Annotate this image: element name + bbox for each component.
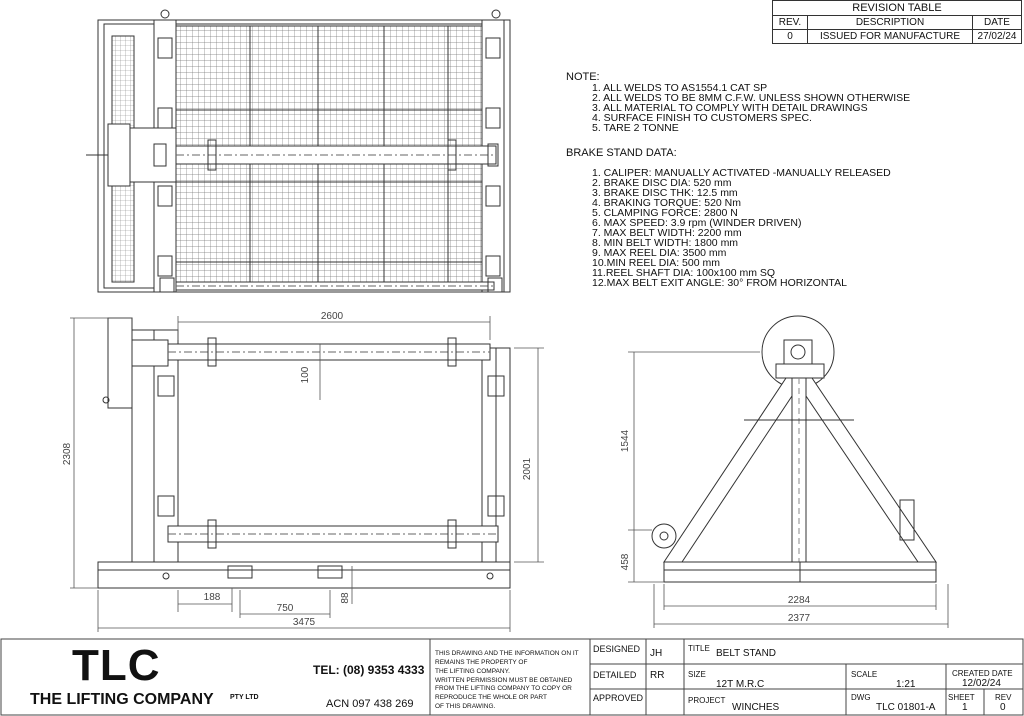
brake-item-1: 1. CALIPER: MANUALLY ACTIVATED -MANUALLY…: [592, 167, 891, 179]
plan-view: [86, 9, 511, 293]
dwg-label: DWG: [851, 693, 871, 702]
note-5: 5. TARE 2 TONNE: [592, 122, 679, 134]
company-pty: PTY LTD: [230, 694, 259, 701]
project-value: WINCHES: [732, 702, 780, 713]
size-value: 12T M.R.C: [716, 679, 765, 690]
note-3: 3. ALL MATERIAL TO COMPLY WITH DETAIL DR…: [592, 102, 868, 114]
dim-shaft-size: 100: [300, 366, 311, 383]
brake-item-12: 12.MAX BELT EXIT ANGLE: 30° FROM HORIZON…: [592, 277, 847, 289]
project-label: PROJECT: [688, 696, 726, 705]
front-elevation: [97, 317, 511, 589]
detailed-label: DETAILED: [593, 670, 637, 680]
title-label: TITLE: [688, 644, 710, 653]
notes-heading: NOTE:: [566, 71, 600, 83]
revision-table-title: REVISION TABLE: [772, 0, 1022, 16]
date-cell: 27/02/24: [972, 29, 1022, 44]
brake-item-2: 2. BRAKE DISC DIA: 520 mm: [592, 177, 732, 189]
designed-value: JH: [650, 648, 663, 659]
note-2: 2. ALL WELDS TO BE 8MM C.F.W. UNLESS SHO…: [592, 92, 911, 104]
created-date-label: CREATED DATE: [952, 669, 1013, 678]
date-header: DATE: [972, 15, 1022, 30]
sheet-label: SHEET: [948, 693, 975, 702]
note-4: 4. SURFACE FINISH TO CUSTOMERS SPEC.: [592, 112, 812, 124]
side-dimension-lines: [628, 351, 949, 628]
dim-side-height-bottom: 458: [620, 553, 631, 570]
dwg-value: TLC 01801-A: [876, 702, 936, 713]
disclaimer-line-1: THIS DRAWING AND THE INFORMATION ON IT: [435, 650, 579, 657]
dim-front-width: 2600: [321, 311, 344, 322]
dim-frame-height: 2001: [522, 457, 533, 480]
size-label: SIZE: [688, 670, 706, 679]
brake-item-11: 11.REEL SHAFT DIA: 100x100 mm SQ: [592, 267, 776, 279]
rev-cell: 0: [772, 29, 808, 44]
disclaimer-line-3: THE LIFTING COMPANY.: [435, 668, 510, 675]
disclaimer-line-5: FROM THE LIFTING COMPANY TO COPY OR: [435, 685, 572, 692]
created-date-value: 12/02/24: [962, 678, 1001, 689]
approved-label: APPROVED: [593, 693, 644, 703]
dim-pocket-spacing: 750: [277, 603, 294, 614]
dimension-labels: 2600 100 2308 2001 188 750 88 3475 1544 …: [62, 311, 811, 628]
brake-item-5: 5. CLAMPING FORCE: 2800 N: [592, 207, 738, 219]
disclaimer-line-2: REMAINS THE PROPERTY OF: [435, 659, 528, 666]
dim-side-height-top: 1544: [620, 429, 631, 452]
title-value: BELT STAND: [716, 648, 777, 659]
brake-item-10: 10.MIN REEL DIA: 500 mm: [592, 257, 720, 269]
dim-side-overall-width: 2377: [788, 613, 811, 624]
dim-pocket-height: 88: [340, 592, 351, 604]
brake-item-4: 4. BRAKING TORQUE: 520 Nm: [592, 197, 741, 209]
disclaimer-line-7: OF THIS DRAWING.: [435, 703, 496, 710]
company-acn: ACN 097 438 269: [326, 698, 414, 710]
dim-base-length: 3475: [293, 617, 316, 628]
brake-data-heading: BRAKE STAND DATA:: [566, 147, 677, 159]
brake-item-9: 9. MAX REEL DIA: 3500 mm: [592, 247, 727, 259]
rev-label: REV: [995, 693, 1012, 702]
detailed-value: RR: [650, 670, 665, 681]
brake-item-3: 3. BRAKE DISC THK: 12.5 mm: [592, 187, 738, 199]
designed-label: DESIGNED: [593, 644, 641, 654]
disclaimer-line-6: REPRODUCE THE WHOLE OR PART: [435, 694, 547, 701]
front-dimension-lines: [70, 316, 544, 632]
revision-table: REVISION TABLE REV. DESCRIPTION DATE 0 I…: [772, 0, 1022, 44]
description-cell: ISSUED FOR MANUFACTURE: [807, 29, 973, 44]
brake-item-6: 6. MAX SPEED: 3.9 rpm (WINDER DRIVEN): [592, 217, 802, 229]
company-tel: TEL: (08) 9353 4333: [313, 663, 425, 677]
rev-header: REV.: [772, 15, 808, 30]
brake-item-7: 7. MAX BELT WIDTH: 2200 mm: [592, 227, 742, 239]
note-1: 1. ALL WELDS TO AS1554.1 CAT SP: [592, 82, 768, 94]
dim-pocket-offset: 188: [204, 592, 221, 603]
scale-label: SCALE: [851, 670, 878, 679]
company-name: THE LIFTING COMPANY: [30, 691, 214, 708]
disclaimer-line-4: WRITTEN PERMISSION MUST BE OBTAINED: [435, 677, 573, 684]
title-block-frame: [0, 638, 1024, 716]
side-elevation: [651, 315, 937, 583]
description-header: DESCRIPTION: [807, 15, 973, 30]
brake-item-8: 8. MIN BELT WIDTH: 1800 mm: [592, 237, 739, 249]
company-logo: TLC: [72, 641, 161, 690]
sheet-value: 1: [962, 702, 968, 713]
dim-overall-height: 2308: [62, 442, 73, 465]
rev-value: 0: [1000, 702, 1006, 713]
scale-value: 1:21: [896, 679, 916, 690]
dim-side-base-width: 2284: [788, 595, 811, 606]
